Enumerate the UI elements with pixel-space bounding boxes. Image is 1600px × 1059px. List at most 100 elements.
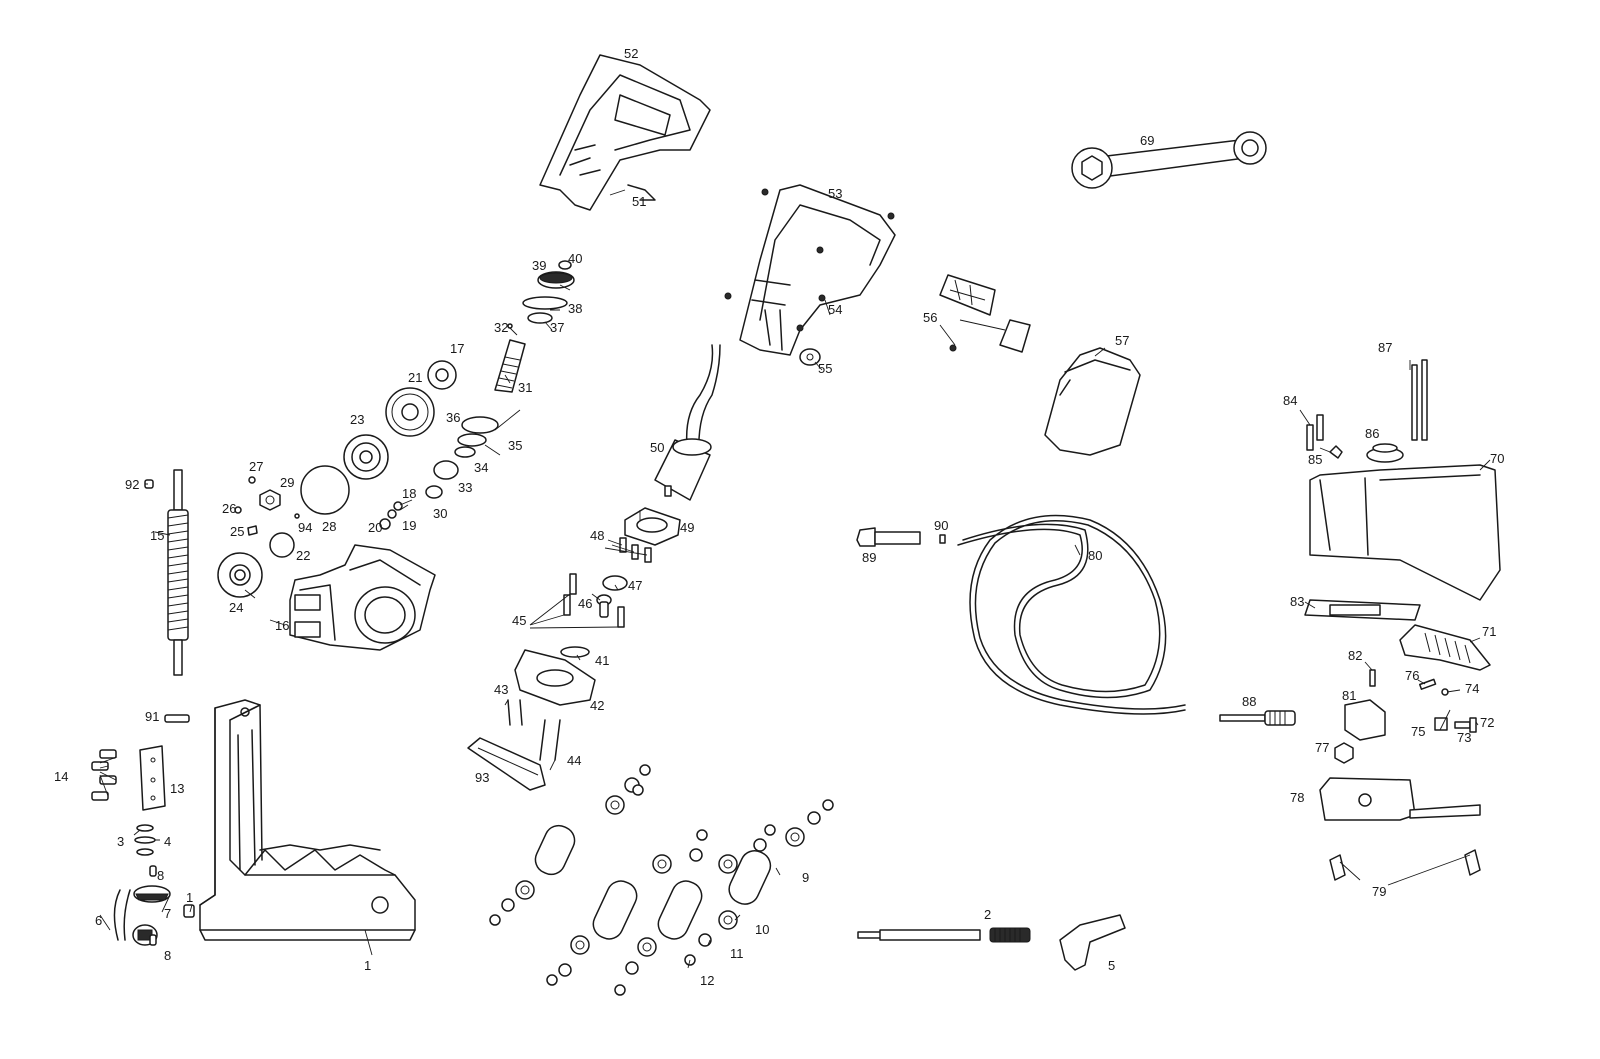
base-hardware xyxy=(91,714,195,946)
cable-assembly xyxy=(856,514,1296,726)
callout-69: 69 xyxy=(1140,133,1154,148)
callout-37: 37 xyxy=(550,320,564,335)
base-stand xyxy=(199,699,416,941)
callout-12: 12 xyxy=(700,973,714,988)
callout-4: 4 xyxy=(164,834,171,849)
callout-25: 25 xyxy=(230,524,244,539)
callout-48: 48 xyxy=(590,528,604,543)
callout-17: 17 xyxy=(450,341,464,356)
leader-lines xyxy=(99,189,1491,969)
callout-52: 52 xyxy=(624,46,638,61)
middle-housing xyxy=(724,184,896,366)
callout-70: 70 xyxy=(1490,451,1504,466)
callout-40: 40 xyxy=(568,251,582,266)
callout-90: 90 xyxy=(934,518,948,533)
callout-3: 3 xyxy=(117,834,124,849)
callout-5: 5 xyxy=(1108,958,1115,973)
callout-22: 22 xyxy=(296,548,310,563)
callout-79: 79 xyxy=(1372,884,1386,899)
callout-31: 31 xyxy=(518,380,532,395)
callout-87: 87 xyxy=(1378,340,1392,355)
callout-78: 78 xyxy=(1290,790,1304,805)
callout-32: 32 xyxy=(494,320,508,335)
wrench xyxy=(1071,131,1267,189)
motor xyxy=(654,344,721,501)
callout-6: 6 xyxy=(95,913,102,928)
right-assembly xyxy=(1304,359,1501,881)
callout-15: 15 xyxy=(150,528,164,543)
electronics xyxy=(939,274,1141,456)
callout-45: 45 xyxy=(512,613,526,628)
callout-30: 30 xyxy=(433,506,447,521)
callout-72: 72 xyxy=(1480,715,1494,730)
callout-93: 93 xyxy=(475,770,489,785)
bearing-plate xyxy=(467,646,596,791)
callout-33: 33 xyxy=(458,480,472,495)
callout-8a: 8 xyxy=(157,868,164,883)
callout-2: 2 xyxy=(984,907,991,922)
callout-29: 29 xyxy=(280,475,294,490)
callout-46: 46 xyxy=(578,596,592,611)
callout-86: 86 xyxy=(1365,426,1379,441)
callout-8b: 8 xyxy=(164,948,171,963)
callout-21: 21 xyxy=(408,370,422,385)
callout-47: 47 xyxy=(628,578,642,593)
callout-76: 76 xyxy=(1405,668,1419,683)
callout-14: 14 xyxy=(54,769,68,784)
callout-19: 19 xyxy=(402,518,416,533)
callout-36: 36 xyxy=(446,410,460,425)
callout-38: 38 xyxy=(568,301,582,316)
gearbox-housing xyxy=(289,544,436,651)
callout-35: 35 xyxy=(508,438,522,453)
callout-39: 39 xyxy=(532,258,546,273)
tool-bar xyxy=(857,914,1126,971)
callout-82: 82 xyxy=(1348,648,1362,663)
callout-56: 56 xyxy=(923,310,937,325)
callout-88: 88 xyxy=(1242,694,1256,709)
callout-26: 26 xyxy=(222,501,236,516)
callout-10: 10 xyxy=(755,922,769,937)
callout-83: 83 xyxy=(1290,594,1304,609)
drive-shaft xyxy=(454,260,575,458)
callout-43: 43 xyxy=(494,682,508,697)
gear-train xyxy=(217,360,459,598)
callout-92: 92 xyxy=(125,477,139,492)
part-callouts: 1 1 2 3 4 5 6 7 8 8 9 10 11 12 13 14 15 … xyxy=(54,46,1504,988)
callout-51: 51 xyxy=(632,194,646,209)
callout-20: 20 xyxy=(368,520,382,535)
callout-13: 13 xyxy=(170,781,184,796)
upper-housing xyxy=(539,54,711,211)
callout-28: 28 xyxy=(322,519,336,534)
callout-57: 57 xyxy=(1115,333,1129,348)
callout-1a: 1 xyxy=(186,890,193,905)
rollers xyxy=(489,764,834,996)
callout-91: 91 xyxy=(145,709,159,724)
callout-75: 75 xyxy=(1411,724,1425,739)
callout-49: 49 xyxy=(680,520,694,535)
callout-74: 74 xyxy=(1465,681,1479,696)
callout-84: 84 xyxy=(1283,393,1297,408)
callout-94: 94 xyxy=(298,520,312,535)
callout-1b: 1 xyxy=(364,958,371,973)
callout-7: 7 xyxy=(164,906,171,921)
callout-54: 54 xyxy=(828,302,842,317)
callout-34: 34 xyxy=(474,460,488,475)
callout-89: 89 xyxy=(862,550,876,565)
callout-24: 24 xyxy=(229,600,243,615)
callout-42: 42 xyxy=(590,698,604,713)
callout-23: 23 xyxy=(350,412,364,427)
motor-mount xyxy=(563,507,681,628)
callout-44: 44 xyxy=(567,753,581,768)
callout-85: 85 xyxy=(1308,452,1322,467)
callout-50: 50 xyxy=(650,440,664,455)
callout-16: 16 xyxy=(275,618,289,633)
callout-55: 55 xyxy=(818,361,832,376)
callout-11: 11 xyxy=(730,946,744,961)
callout-9: 9 xyxy=(802,870,809,885)
callout-73: 73 xyxy=(1457,730,1471,745)
callout-81: 81 xyxy=(1342,688,1356,703)
callout-41: 41 xyxy=(595,653,609,668)
callout-27: 27 xyxy=(249,459,263,474)
callout-53: 53 xyxy=(828,186,842,201)
